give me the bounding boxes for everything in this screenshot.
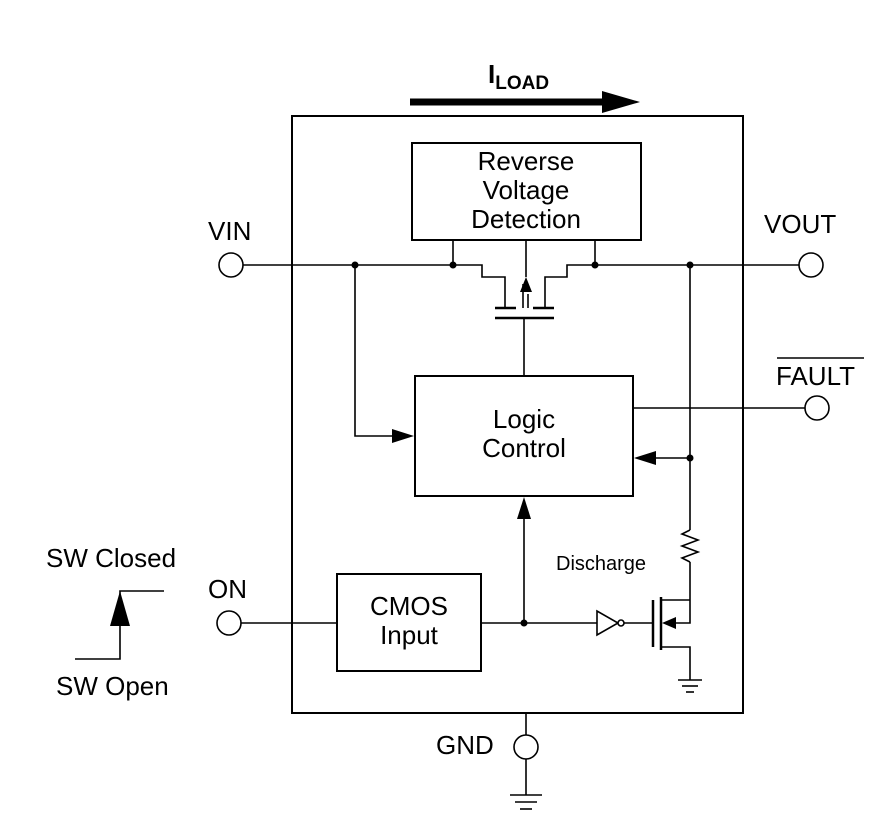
vin-to-logic-wire: [354, 265, 395, 437]
iload-main: I: [488, 59, 495, 89]
logic-control-label-2: Control: [482, 433, 566, 463]
iload-arrow-head: [602, 91, 640, 113]
sw-step-arrow: [110, 591, 130, 626]
on-label: ON: [208, 574, 247, 604]
vin-label: VIN: [208, 216, 251, 246]
mosfet-left-drain: [453, 264, 506, 308]
discharge-fet-arrow: [662, 617, 676, 629]
mosfet-right-drain: [544, 264, 595, 308]
fault-label: FAULT: [776, 361, 855, 391]
cmos-input-label-2: Input: [380, 620, 439, 650]
logic-control-label-1: Logic: [493, 404, 555, 434]
iload-subscript: LOAD: [495, 73, 549, 94]
reverse-voltage-label-3: Detection: [471, 204, 581, 234]
fault-pin: [804, 395, 830, 421]
feedback-to-logic-arrow: [634, 451, 656, 465]
gnd-label: GND: [436, 730, 494, 760]
discharge-fet-body: [674, 600, 691, 624]
cmos-input-label-1: CMOS: [370, 591, 448, 621]
inverter-symbol: [596, 609, 620, 637]
sw-open-label: SW Open: [56, 671, 169, 701]
vin-pin: [218, 252, 244, 278]
reverse-voltage-detection-block: [411, 142, 642, 241]
discharge-fet-source: [661, 646, 691, 680]
on-pin: [216, 610, 242, 636]
reverse-voltage-label-2: Voltage: [483, 175, 570, 205]
reverse-voltage-label-1: Reverse: [478, 146, 575, 176]
sw-closed-label: SW Closed: [46, 543, 176, 573]
discharge-label: Discharge: [556, 553, 646, 575]
iload-label: ILOAD: [488, 59, 549, 94]
gnd-pin: [513, 734, 539, 760]
vin-to-logic-arrow: [392, 429, 414, 443]
inverter-bubble: [617, 619, 625, 627]
discharge-resistor: [679, 529, 701, 563]
vout-label: VOUT: [764, 209, 836, 239]
mosfet-body-arrow: [520, 277, 532, 292]
vout-pin: [798, 252, 824, 278]
cmos-to-logic-arrow: [517, 497, 531, 519]
